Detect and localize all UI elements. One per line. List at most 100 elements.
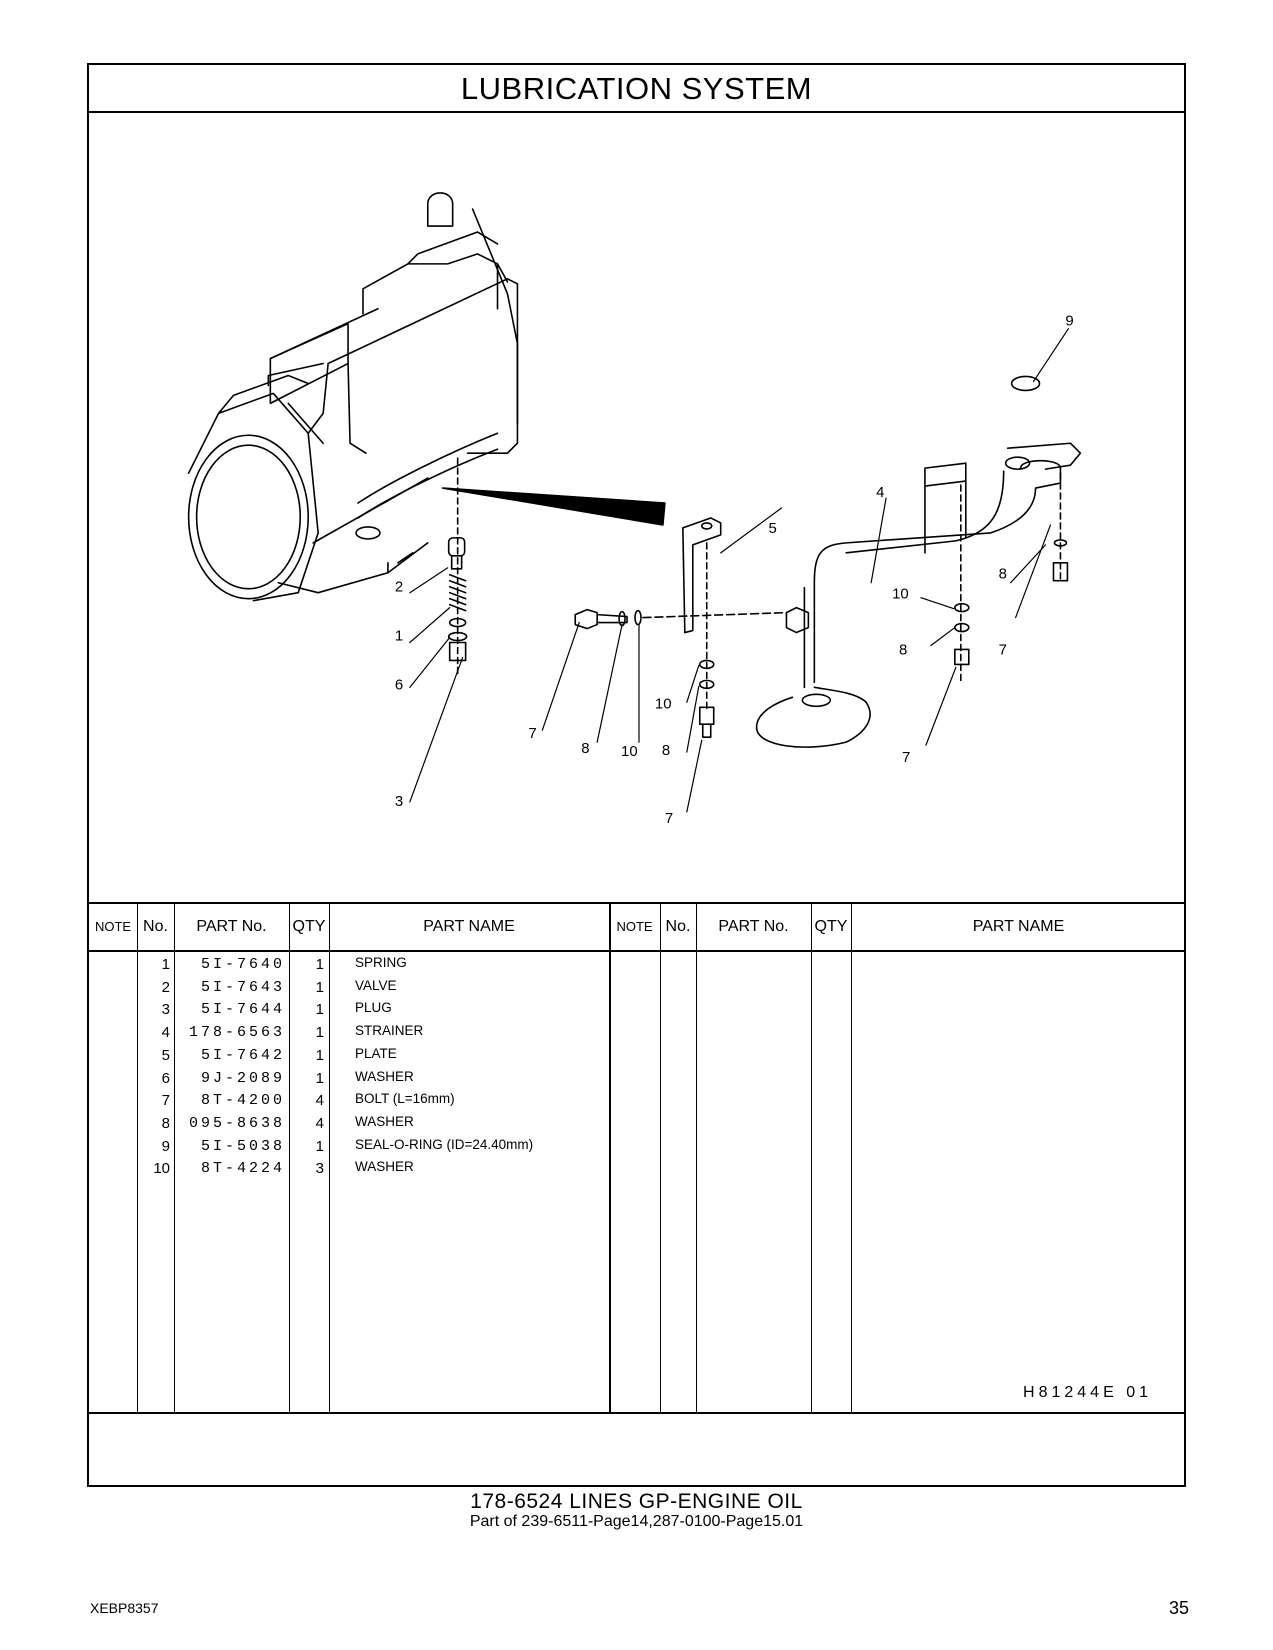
callout-10: 10 [621, 743, 638, 760]
part-number: 5I-7640 [200, 956, 285, 973]
part-name: SPRING [355, 955, 407, 970]
part-number: 5I-5038 [200, 1137, 285, 1155]
header-qty-right: QTY [814, 918, 848, 935]
part-number: 5I-7642 [200, 1046, 285, 1064]
header-note-right: NOTE [616, 919, 653, 934]
part-name: WASHER [355, 1113, 414, 1129]
callout-7: 7 [665, 810, 673, 827]
callout-1: 1 [395, 628, 403, 645]
item-number: 9 [161, 1137, 170, 1155]
quantity: 1 [315, 956, 324, 973]
part-name: STRAINER [355, 1023, 424, 1039]
table-row: 1 5I-7640 1 SPRING [89, 953, 1184, 976]
table-divider [137, 904, 138, 1412]
item-number: 10 [153, 1160, 170, 1178]
engine-block-illustration [187, 192, 519, 602]
quantity: 1 [315, 1069, 324, 1087]
quantity: 3 [315, 1160, 324, 1178]
quantity: 1 [315, 978, 324, 996]
table-row: 9 5I-5038 1 SEAL-O-RING (ID=24.40mm) [89, 1135, 1184, 1158]
part-name: BOLT (L=16mm) [355, 1091, 455, 1107]
item-number: 6 [161, 1069, 170, 1087]
callout-7: 7 [528, 725, 536, 742]
table-row: 6 9J-2089 1 WASHER [89, 1067, 1184, 1090]
part-number: 5I-7643 [200, 978, 285, 996]
callout-8: 8 [899, 641, 907, 658]
part-name: PLATE [355, 1045, 397, 1061]
callout-4: 4 [876, 484, 884, 501]
table-divider [174, 904, 175, 1412]
plate-illustration [682, 517, 722, 738]
part-number: 8T-4200 [200, 1092, 285, 1110]
table-row: 5 5I-7642 1 PLATE [89, 1044, 1184, 1067]
item-number: 2 [161, 978, 170, 996]
table-row: 2 5I-7643 1 VALVE [89, 976, 1184, 999]
parts-table: NOTE No. PART No. QTY PART NAME NOTE No.… [89, 902, 1184, 1414]
quantity: 1 [315, 1137, 324, 1155]
header-no-right: No. [665, 918, 691, 935]
part-number: 9J-2089 [200, 1069, 285, 1087]
part-name: PLUG [355, 1000, 392, 1016]
callout-numbers: 2 1 6 3 9 4 5 7 8 10 10 8 7 10 8 7 8 7 [395, 313, 1074, 827]
quantity: 1 [315, 1024, 324, 1042]
page-number: 35 [1168, 1598, 1189, 1618]
callout-5: 5 [769, 520, 777, 537]
part-number: 178-6563 [188, 1024, 285, 1042]
callout-6: 6 [395, 676, 403, 693]
quantity: 1 [315, 1001, 324, 1019]
item-number: 5 [161, 1046, 170, 1064]
part-name: WASHER [355, 1159, 414, 1175]
callout-7: 7 [999, 641, 1007, 658]
quantity: 1 [315, 1046, 324, 1064]
table-row: 8 095-8638 4 WASHER [89, 1112, 1184, 1135]
document-id: XEBP8357 [90, 1600, 159, 1616]
callout-10: 10 [892, 586, 909, 603]
table-row: 3 5I-7644 1 PLUG [89, 998, 1184, 1021]
item-number: 8 [161, 1114, 170, 1132]
diagram-svg: 2 1 6 3 9 4 5 7 8 10 10 8 7 10 8 7 8 7 [187, 192, 1082, 827]
table-divider [696, 904, 697, 1412]
part-name: SEAL-O-RING (ID=24.40mm) [355, 1136, 534, 1152]
item-number: 1 [161, 956, 170, 973]
header-part-no: PART No. [196, 918, 267, 935]
callout-2: 2 [395, 579, 403, 596]
header-qty: QTY [292, 918, 326, 935]
item-number: 4 [161, 1024, 170, 1042]
parts-page-frame: LUBRICATION SYSTEM [87, 63, 1186, 1487]
table-divider [609, 904, 611, 1412]
quantity: 4 [315, 1092, 324, 1110]
exploded-parts-diagram: 2 1 6 3 9 4 5 7 8 10 10 8 7 10 8 7 8 7 [89, 113, 1184, 902]
header-note: NOTE [94, 919, 132, 934]
bolt-washer-horizontal-illustration [574, 608, 788, 630]
part-number: 095-8638 [188, 1114, 285, 1132]
table-divider [851, 904, 852, 1412]
header-part-no-right: PART No. [718, 918, 789, 935]
part-number: 5I-7644 [200, 1001, 285, 1019]
callout-leader-lines [409, 328, 1070, 813]
page-title: LUBRICATION SYSTEM [89, 65, 1184, 113]
quantity: 4 [315, 1114, 324, 1132]
table-row: 7 8T-4200 4 BOLT (L=16mm) [89, 1089, 1184, 1112]
callout-3: 3 [395, 793, 403, 810]
callout-9: 9 [1065, 313, 1073, 330]
table-divider [811, 904, 812, 1412]
table-divider [660, 904, 661, 1412]
drawing-code: H81244E 01 [1023, 1384, 1152, 1401]
relief-valve-stack-illustration [447, 457, 468, 679]
header-part-name-right: PART NAME [972, 918, 1065, 935]
item-number: 7 [161, 1092, 170, 1110]
table-row: 4 178-6563 1 STRAINER [89, 1021, 1184, 1044]
header-no: No. [143, 918, 168, 935]
assembly-caption: 178-6524 LINES GP-ENGINE OIL [470, 1490, 803, 1513]
part-name: WASHER [355, 1068, 414, 1084]
callout-10: 10 [655, 695, 672, 712]
callout-8: 8 [581, 740, 589, 757]
part-name: VALVE [355, 977, 397, 993]
assembly-subcaption: Part of 239-6511-Page14,287-0100-Page15.… [469, 1513, 804, 1530]
callout-8: 8 [662, 742, 670, 759]
table-divider [329, 904, 330, 1412]
strainer-illustration [755, 375, 1082, 748]
header-rule [89, 950, 1184, 952]
item-number: 3 [161, 1001, 170, 1019]
